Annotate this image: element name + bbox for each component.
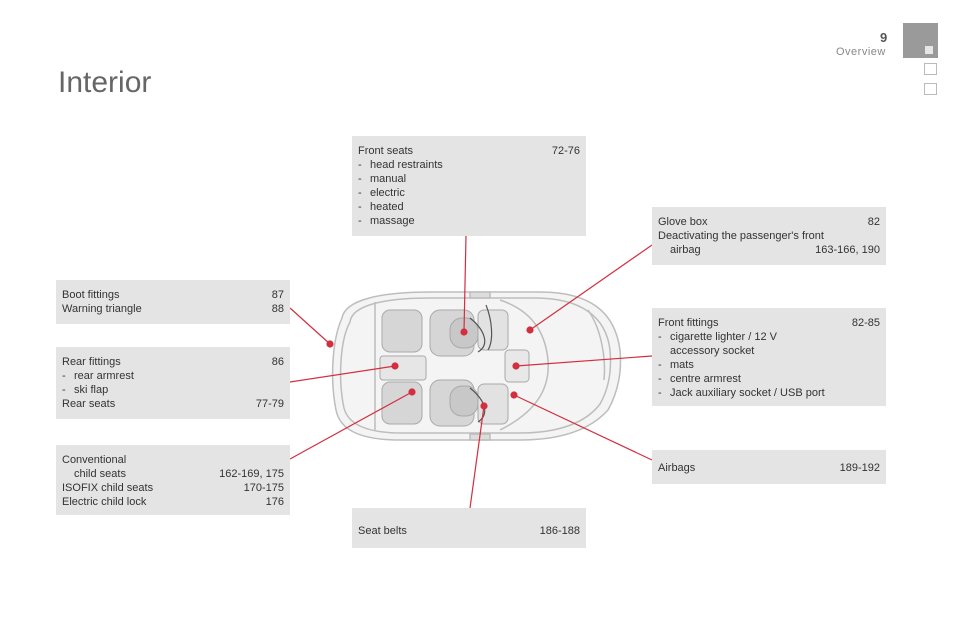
- callout-line: Electric child lock: [62, 496, 147, 508]
- callout-line: airbag: [670, 244, 701, 256]
- list-item: -head restraints: [358, 159, 443, 171]
- page-ref: 163-166, 190: [815, 244, 880, 256]
- callout-line: Deactivating the passenger's front: [658, 230, 824, 242]
- section-tab: [924, 83, 937, 95]
- callout-title: Conventional: [62, 454, 127, 466]
- list-item: -rear armrest: [62, 370, 134, 382]
- tab-marker-icon: [925, 46, 933, 54]
- list-item: -manual: [358, 173, 407, 185]
- callout-title: Front fittings: [658, 317, 719, 329]
- callout-boot-fittings: Boot fittings 87 Warning triangle 88: [56, 280, 290, 324]
- callout-title: Glove box: [658, 216, 708, 228]
- section-tab: [924, 63, 937, 75]
- page-ref: 162-169, 175: [219, 468, 284, 480]
- callout-line: child seats: [74, 468, 126, 480]
- list-item: -centre armrest: [658, 373, 741, 385]
- callout-airbags: Airbags 189-192: [652, 450, 886, 484]
- page-ref: 189-192: [839, 462, 880, 474]
- car-body: [331, 291, 622, 441]
- callout-title: Seat belts: [358, 525, 407, 537]
- list-item: -mats: [658, 359, 694, 371]
- list-item: -heated: [358, 201, 404, 213]
- rear-right-seat: [381, 381, 423, 425]
- page-ref: 87: [271, 289, 284, 301]
- list-item-continuation: accessory socket: [670, 345, 755, 357]
- page-ref: 176: [265, 496, 284, 508]
- callout-title: Rear fittings: [62, 356, 121, 368]
- page-ref: 186-188: [539, 525, 580, 537]
- leader-lines: [289, 235, 653, 509]
- page-ref: 86: [271, 356, 284, 368]
- callout-line: ISOFIX child seats: [62, 482, 154, 494]
- list-item: -Jack auxiliary socket / USB port: [658, 387, 825, 399]
- page-ref: 72-76: [551, 145, 580, 157]
- page-ref: 77-79: [255, 398, 284, 410]
- rear-armrest: [379, 355, 427, 381]
- list-item: -ski flap: [62, 384, 109, 396]
- page-ref: 82-85: [851, 317, 880, 329]
- callout-front-fittings: Front fittings 82-85 -cigarette lighter /…: [652, 308, 886, 406]
- callout-child-seats: Conventional child seats 162-169, 175 ISO…: [56, 445, 290, 515]
- list-item: -cigarette lighter / 12 V: [658, 331, 778, 343]
- section-title: Overview: [836, 46, 886, 58]
- list-item: -massage: [358, 215, 415, 227]
- callout-front-seats: Front seats 72-76 -head restraints -manua…: [352, 136, 586, 236]
- callout-title: Front seats: [358, 145, 414, 157]
- page-title: Interior: [58, 66, 152, 99]
- callout-line: Rear seats: [62, 398, 116, 410]
- page-ref: 170-175: [243, 482, 284, 494]
- callout-title: Airbags: [658, 462, 696, 474]
- callout-title: Boot fittings: [62, 289, 120, 301]
- callout-glove-box: Glove box 82 Deactivating the passenger's…: [652, 207, 886, 265]
- callout-seat-belts: Seat belts 186-188: [352, 508, 586, 548]
- list-item: -electric: [358, 187, 405, 199]
- page-ref: 88: [271, 303, 284, 315]
- rear-left-seat: [381, 309, 423, 353]
- section-tab-active: [903, 23, 938, 58]
- page-number: 9: [880, 30, 888, 45]
- callout-line: Warning triangle: [62, 303, 142, 315]
- page-ref: 82: [867, 216, 880, 228]
